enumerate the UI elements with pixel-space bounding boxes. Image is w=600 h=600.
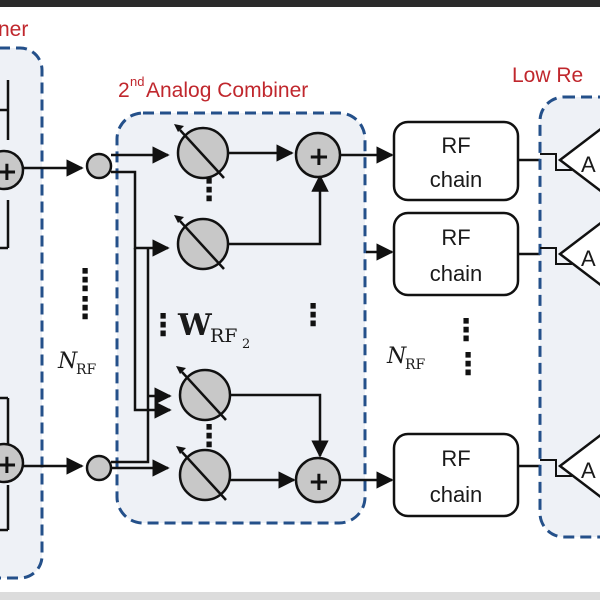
svg-text:RF: RF (76, 362, 97, 378)
adc-block-2: A (540, 221, 600, 287)
second-combiner-box (115, 111, 367, 525)
svg-text:2: 2 (118, 79, 130, 102)
top-border-bar (0, 0, 600, 7)
svg-text:A: A (581, 458, 596, 483)
vertical-dots-left: ⋮ (70, 263, 100, 298)
adc-block-3: A (540, 433, 600, 499)
svg-text:2: 2 (242, 337, 250, 352)
first-combiner-box (0, 46, 44, 580)
adc-block-1: A (540, 127, 600, 193)
wiring-bottom-splitter (111, 248, 172, 477)
vertical-dots-combiner-left: ⋮ (148, 308, 178, 343)
w-rf2-label: W RF 2 (177, 308, 250, 352)
left-adder-bottom-plus: + (0, 450, 18, 480)
svg-text:W: W (177, 308, 213, 343)
svg-text:RF: RF (441, 446, 470, 471)
splitter-node-top (85, 152, 113, 180)
adder-bottom: + (294, 456, 342, 504)
svg-text:+: + (308, 467, 330, 497)
svg-text:nd: nd (130, 74, 144, 89)
first-combiner-label: ner (0, 18, 28, 41)
svg-text:chain: chain (430, 261, 483, 286)
vertical-dots-inner-bottom: ⋮ (194, 419, 224, 454)
bottom-border-bar (0, 592, 600, 600)
svg-text:chain: chain (430, 482, 483, 507)
vertical-dots-inner-top: ⋮ (194, 173, 224, 208)
svg-text:RF: RF (441, 225, 470, 250)
svg-text:⋮: ⋮ (453, 347, 483, 382)
nrf-label-left: N RF (57, 349, 97, 378)
left-adder-top: + (0, 80, 25, 250)
svg-text:RF: RF (405, 357, 426, 373)
svg-text:A: A (581, 246, 596, 271)
left-adder-top-plus: + (0, 157, 18, 187)
svg-text:N: N (57, 349, 78, 374)
svg-text:A: A (581, 152, 596, 177)
vertical-dots-rf-chains: ⋮ (451, 313, 481, 348)
svg-text:RF: RF (210, 325, 238, 347)
wiring-shifters-to-adders (228, 144, 329, 489)
second-combiner-label: 2 nd Analog Combiner (118, 74, 308, 102)
left-adder-bottom: + (0, 396, 25, 532)
svg-text:⋮: ⋮ (70, 291, 100, 326)
nrf-label-right: N RF (386, 344, 426, 373)
splitter-node-bottom (85, 454, 113, 482)
rf-chain-1: RF chain (392, 120, 520, 202)
svg-text:RF: RF (441, 133, 470, 158)
svg-text:chain: chain (430, 167, 483, 192)
low-res-adc-box (538, 95, 600, 539)
vertical-dots-combiner-right: ⋮ (298, 298, 328, 333)
wiring-top-splitter (111, 146, 172, 419)
low-res-adc-label: Low Re (512, 64, 583, 87)
svg-text:+: + (308, 142, 330, 172)
svg-text:N: N (386, 344, 407, 369)
phase-shifter-4 (176, 446, 232, 502)
adder-top: + (294, 131, 342, 179)
rf-chain-2: RF chain (392, 211, 520, 297)
rf-chain-3: RF chain (392, 432, 520, 518)
svg-text:Analog Combiner: Analog Combiner (146, 79, 308, 102)
